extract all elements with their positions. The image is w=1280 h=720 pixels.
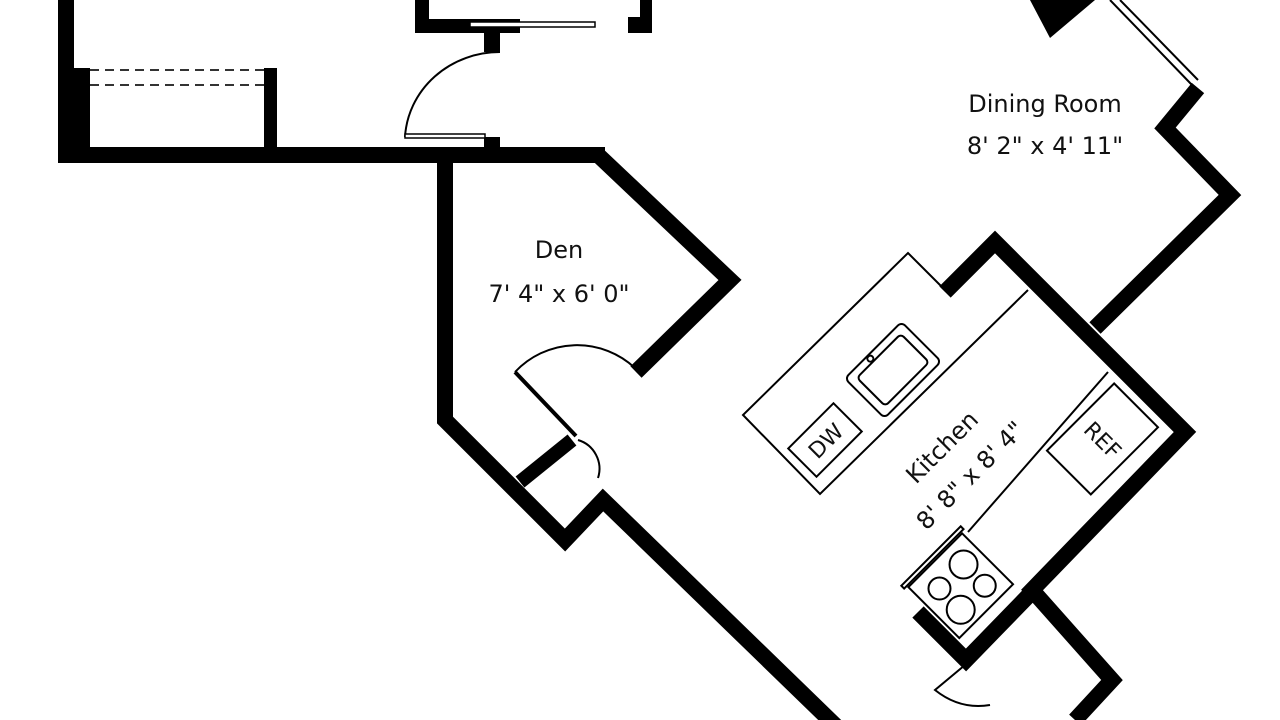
dishwasher: DW (786, 401, 864, 479)
doors (404, 50, 991, 707)
sink-icon (845, 322, 941, 418)
kitchen-fixtures: DW REF (741, 251, 1160, 640)
svg-text:8' 2" x 4' 11": 8' 2" x 4' 11" (967, 132, 1123, 160)
refrigerator: REF (1045, 382, 1160, 496)
svg-text:7' 4" x 6' 0": 7' 4" x 6' 0" (488, 280, 629, 308)
svg-text:Den: Den (535, 236, 583, 264)
stove-icon (899, 524, 1015, 640)
walls (58, 0, 1242, 720)
room-label-den: Den 7' 4" x 6' 0" (488, 236, 629, 308)
room-label-dining: Dining Room 8' 2" x 4' 11" (967, 90, 1123, 160)
svg-text:Dining Room: Dining Room (968, 90, 1121, 118)
